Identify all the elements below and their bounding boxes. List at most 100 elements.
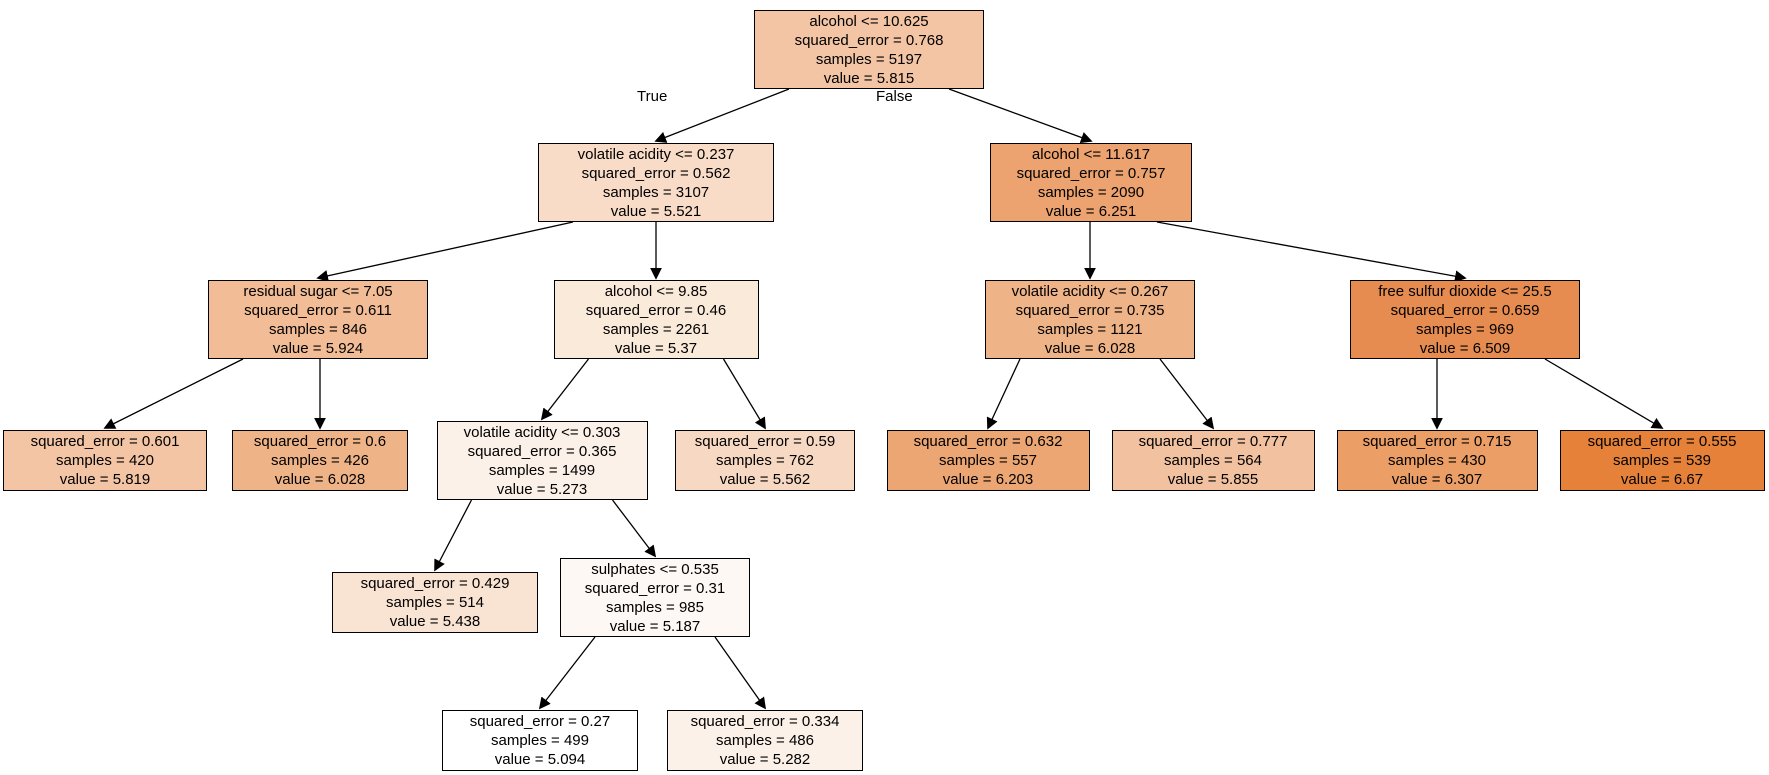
tree-node-15-line-2: value = 5.438 (389, 613, 481, 630)
tree-node-1-line-0: volatile acidity <= 0.237 (577, 145, 735, 163)
tree-node-7-line-0: squared_error = 0.601 (30, 433, 180, 450)
tree-node-14-line-0: squared_error = 0.555 (1587, 433, 1737, 450)
tree-node-18-line-0: squared_error = 0.334 (690, 713, 840, 730)
tree-node-17-line-2: value = 5.094 (494, 751, 586, 768)
tree-edge-16-18 (714, 636, 767, 710)
tree-edge-0-2 (948, 88, 1093, 144)
tree-node-7-line-2: value = 5.819 (59, 471, 151, 488)
tree-edge-16-17 (538, 636, 596, 710)
tree-node-4-line-3: value = 5.37 (614, 339, 698, 357)
tree-node-9-line-2: samples = 1499 (488, 461, 596, 479)
tree-node-12-line-2: value = 5.855 (1167, 471, 1259, 488)
tree-node-6-line-3: value = 6.509 (1419, 339, 1511, 357)
tree-node-3-line-3: value = 5.924 (272, 339, 364, 357)
tree-node-12: squared_error = 0.777 samples = 564 value … (1111, 430, 1315, 491)
tree-node-9-line-1: squared_error = 0.365 (467, 442, 617, 460)
tree-node-16-line-3: value = 5.187 (609, 617, 701, 635)
tree-node-15: squared_error = 0.429 samples = 514 value … (332, 572, 538, 633)
tree-node-13: squared_error = 0.715 samples = 430 value … (1336, 430, 1538, 491)
tree-node-15-line-0: squared_error = 0.429 (360, 575, 510, 592)
tree-node-17-line-1: samples = 499 (491, 732, 589, 749)
tree-node-4-line-1: squared_error = 0.46 (585, 301, 727, 319)
tree-node-2-line-2: samples = 2090 (1037, 183, 1145, 201)
tree-node-0-line-1: squared_error = 0.768 (794, 31, 944, 49)
tree-edge-1-3 (316, 221, 574, 282)
tree-node-3-line-1: squared_error = 0.611 (244, 301, 392, 319)
tree-edge-2-6 (1156, 221, 1467, 282)
tree-node-6-line-1: squared_error = 0.659 (1390, 301, 1540, 319)
tree-node-2-line-0: alcohol <= 11.617 (1031, 145, 1151, 163)
tree-node-14-line-1: samples = 539 (1613, 452, 1711, 469)
tree-node-10: squared_error = 0.59 samples = 762 value =… (675, 430, 855, 491)
tree-node-0-line-3: value = 5.815 (823, 69, 915, 87)
tree-node-9-line-0: volatile acidity <= 0.303 (463, 423, 621, 441)
tree-node-14: squared_error = 0.555 samples = 539 value … (1559, 430, 1765, 491)
edge-label-true: True (637, 88, 668, 105)
tree-edge-5-11 (986, 358, 1021, 430)
tree-node-11-line-2: value = 6.203 (942, 471, 1034, 488)
tree-node-13-line-0: squared_error = 0.715 (1362, 433, 1512, 450)
tree-node-3-line-2: samples = 846 (269, 320, 367, 338)
tree-node-17: squared_error = 0.27 samples = 499 value =… (442, 710, 638, 771)
tree-node-10-line-0: squared_error = 0.59 (694, 433, 836, 450)
tree-node-10-line-1: samples = 762 (716, 452, 814, 469)
tree-node-7-line-1: samples = 420 (56, 452, 154, 469)
tree-node-4-line-2: samples = 2261 (602, 320, 710, 338)
tree-node-16-line-2: samples = 985 (606, 598, 704, 616)
tree-node-1-line-3: value = 5.521 (610, 202, 702, 220)
tree-edge-4-10 (722, 358, 766, 430)
tree-node-18-line-2: value = 5.282 (719, 751, 811, 768)
tree-edge-9-15 (434, 499, 473, 572)
tree-node-16-line-1: squared_error = 0.31 (584, 579, 726, 597)
tree-node-12-line-1: samples = 564 (1164, 452, 1262, 469)
tree-node-8: squared_error = 0.6 samples = 426 value = … (232, 430, 408, 491)
tree-node-6-line-0: free sulfur dioxide <= 25.5 (1378, 282, 1552, 300)
tree-node-0-line-2: samples = 5197 (815, 50, 923, 68)
tree-node-0-line-0: alcohol <= 10.625 (809, 12, 929, 30)
tree-node-11-line-1: samples = 557 (939, 452, 1037, 469)
tree-node-8-line-0: squared_error = 0.6 (253, 433, 387, 450)
tree-node-1-line-2: samples = 3107 (602, 183, 710, 201)
edge-label-false: False (876, 88, 913, 105)
tree-node-15-line-1: samples = 514 (386, 594, 484, 611)
tree-node-17-line-0: squared_error = 0.27 (469, 713, 611, 730)
tree-node-5-line-3: value = 6.028 (1044, 339, 1136, 357)
tree-node-1-line-1: squared_error = 0.562 (581, 164, 731, 182)
tree-node-18-line-1: samples = 486 (716, 732, 814, 749)
tree-node-8-line-1: samples = 426 (271, 452, 369, 469)
tree-node-12-line-0: squared_error = 0.777 (1138, 433, 1288, 450)
tree-node-7: squared_error = 0.601 samples = 420 value … (3, 430, 207, 491)
tree-node-14-line-2: value = 6.67 (1620, 471, 1704, 488)
tree-node-18: squared_error = 0.334 samples = 486 value … (667, 710, 863, 771)
tree-node-6-line-2: samples = 969 (1416, 320, 1514, 338)
tree-edge-5-12 (1159, 358, 1215, 430)
tree-node-5-line-2: samples = 1121 (1037, 320, 1143, 338)
tree-node-13-line-2: value = 6.307 (1391, 471, 1483, 488)
tree-edge-0-1 (654, 88, 790, 143)
tree-node-2-line-3: value = 6.251 (1045, 202, 1137, 220)
tree-node-5-line-1: squared_error = 0.735 (1015, 301, 1165, 319)
tree-node-2-line-1: squared_error = 0.757 (1016, 164, 1166, 182)
tree-edge-4-9 (540, 358, 590, 421)
tree-node-9-line-3: value = 5.273 (496, 480, 588, 498)
tree-node-4-line-0: alcohol <= 9.85 (604, 282, 708, 300)
tree-node-3-line-0: residual sugar <= 7.05 (243, 282, 393, 300)
tree-node-8-line-2: value = 6.028 (274, 471, 366, 488)
tree-node-5-line-0: volatile acidity <= 0.267 (1011, 282, 1169, 300)
tree-node-13-line-1: samples = 430 (1388, 452, 1486, 469)
tree-edge-6-14 (1544, 358, 1664, 429)
tree-edge-9-16 (611, 499, 657, 558)
tree-node-10-line-2: value = 5.562 (719, 471, 811, 488)
